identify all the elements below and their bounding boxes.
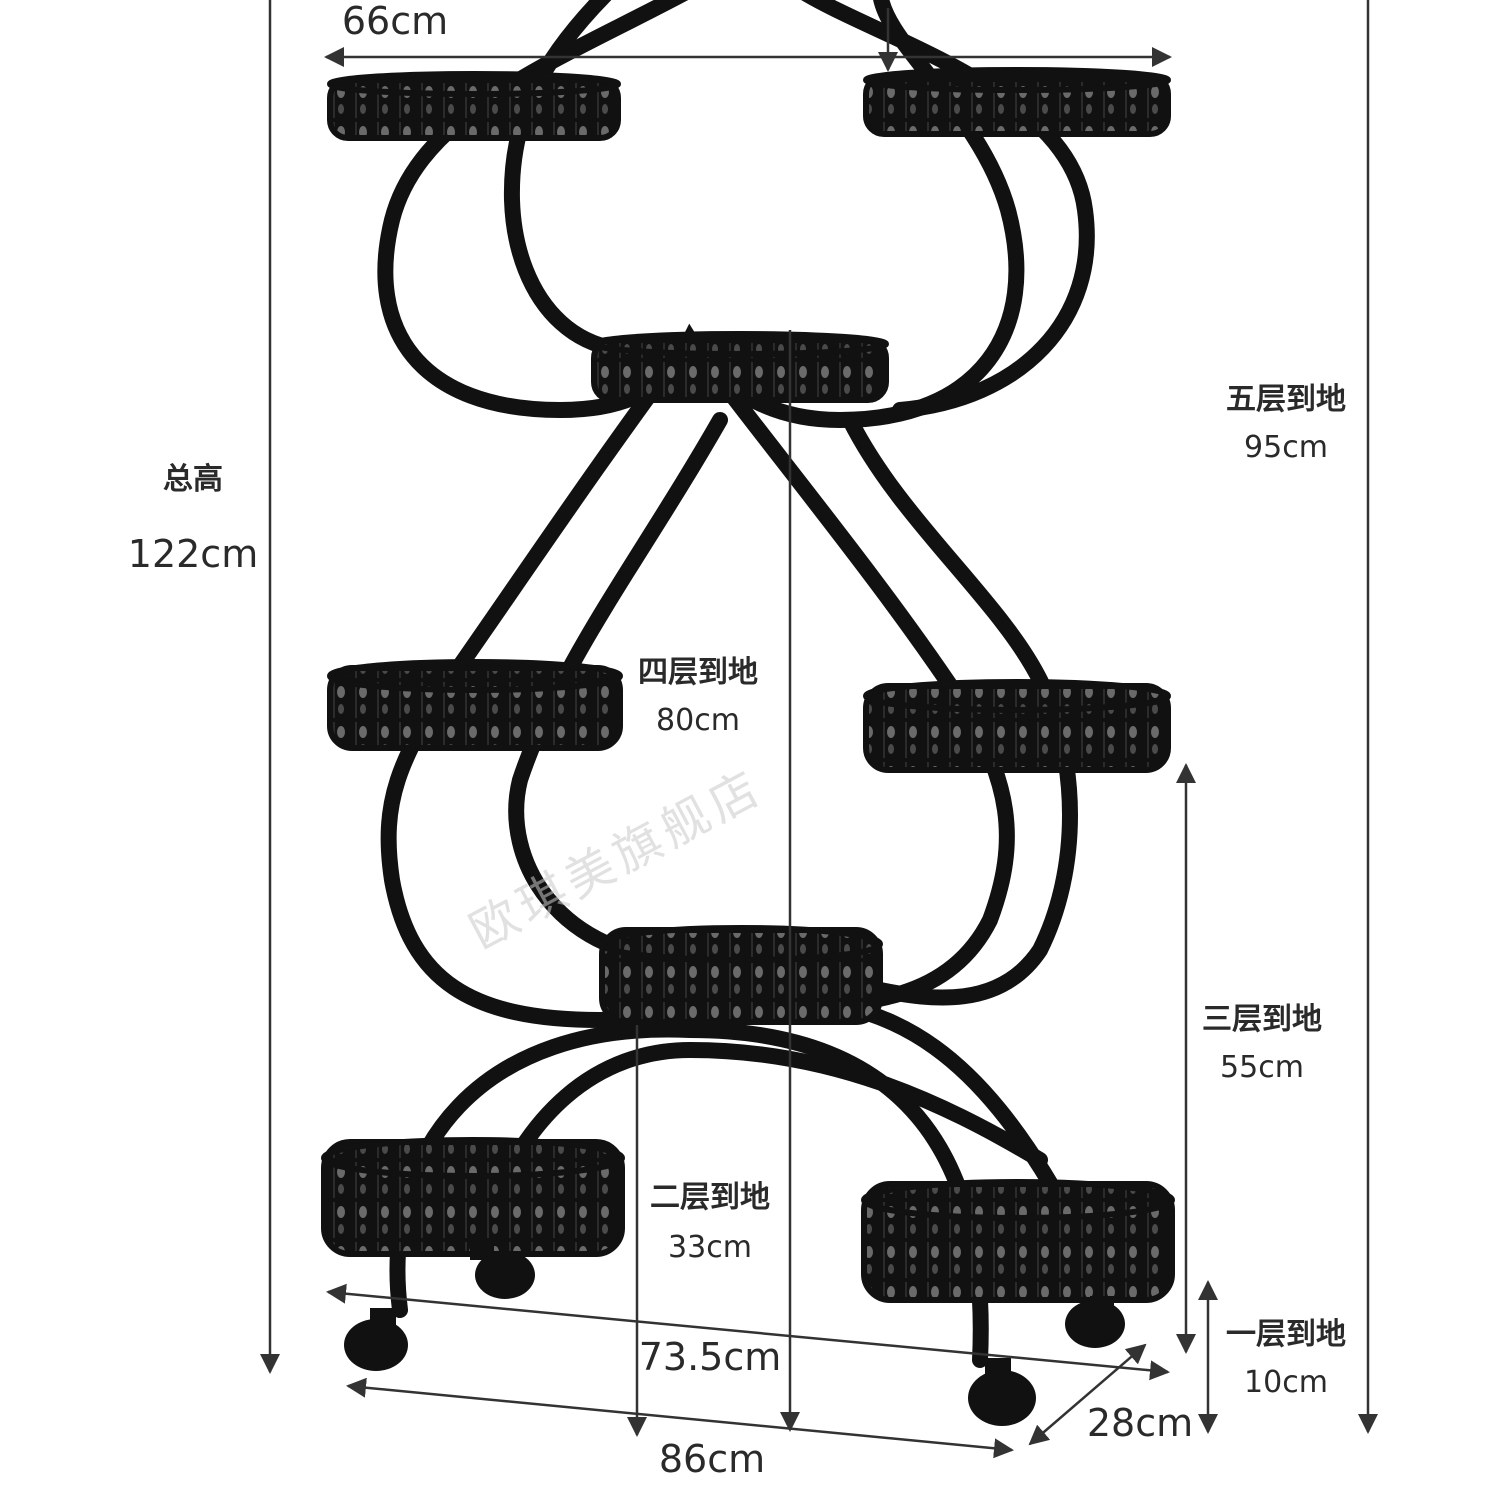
tier5-value: 95cm	[1244, 430, 1328, 465]
caster-wheel	[1065, 1296, 1125, 1348]
pot-ring	[863, 679, 1171, 773]
inner-width-dimension-line	[326, 1283, 1170, 1381]
base-width-dimension-line	[346, 1377, 1014, 1459]
tier4-value: 80cm	[656, 703, 740, 738]
pot-ring	[327, 659, 623, 751]
pot-ring	[863, 67, 1171, 137]
pot-ring	[861, 1179, 1175, 1303]
tier1-title: 一层到地	[1226, 1317, 1346, 1352]
pot-ring	[321, 1137, 625, 1257]
inner-width-label: 73.5cm	[638, 1335, 782, 1379]
tier2-title: 二层到地	[650, 1180, 770, 1215]
dimension-lines	[260, 0, 1378, 1459]
tier2-value: 33cm	[668, 1230, 752, 1265]
frame-tubes	[377, 0, 1095, 1368]
pot-ring	[327, 71, 621, 141]
caster-wheel	[968, 1358, 1036, 1426]
depth-label: 28cm	[1086, 1401, 1194, 1445]
tier5-title: 五层到地	[1226, 382, 1346, 417]
tier3-value: 55cm	[1220, 1050, 1304, 1085]
pot-ring	[599, 925, 883, 1025]
tier3-title: 三层到地	[1202, 1002, 1322, 1037]
total-height-value: 122cm	[127, 532, 259, 576]
pot-ring	[591, 331, 889, 403]
top-width-label: 66cm	[341, 0, 449, 43]
base-width-label: 86cm	[658, 1437, 766, 1481]
depth-dimension-line	[1028, 1343, 1147, 1446]
tier4-title: 四层到地	[638, 655, 758, 690]
tier1-value: 10cm	[1244, 1365, 1328, 1400]
total-height-title: 总高	[163, 462, 223, 497]
